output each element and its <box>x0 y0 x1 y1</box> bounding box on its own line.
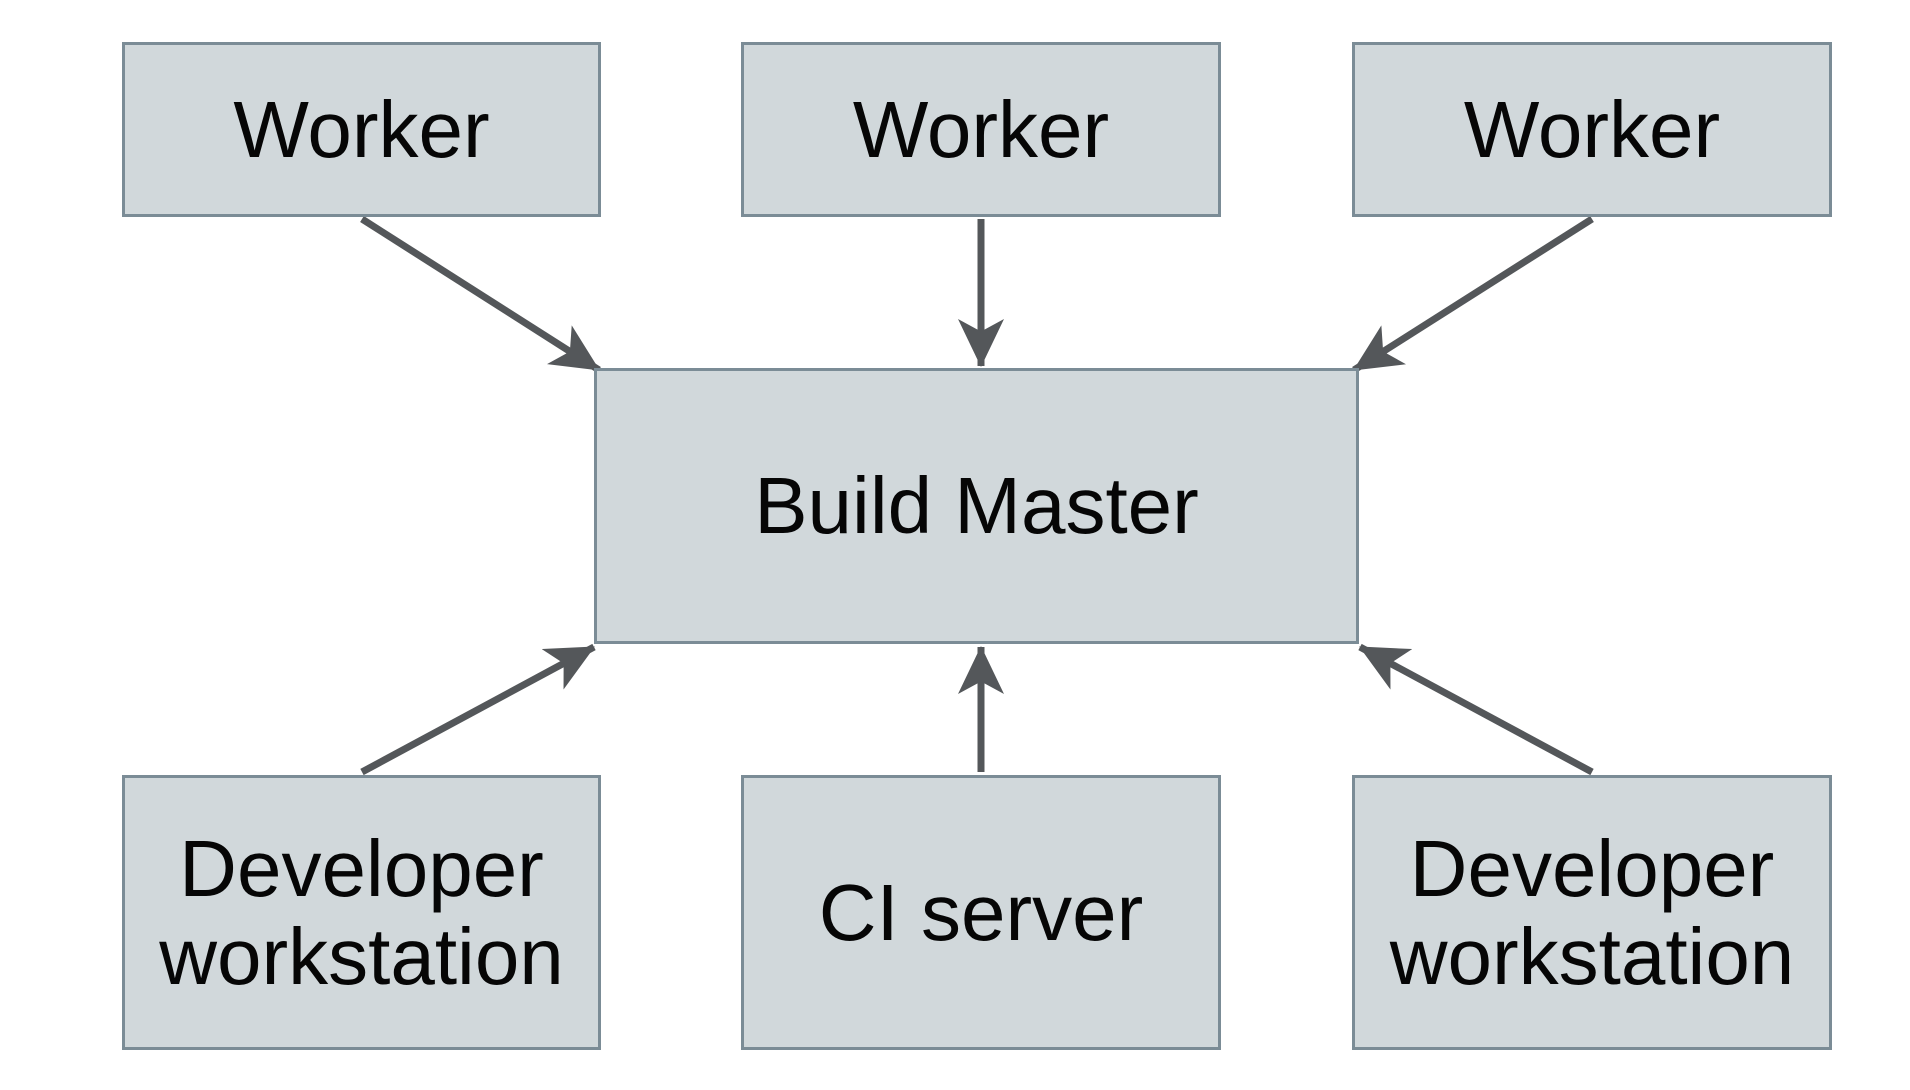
node-developer-workstation-right-label: Developer workstation <box>1389 823 1795 1001</box>
node-build-master-label: Build Master <box>754 461 1199 550</box>
node-ci-server-label: CI server <box>818 867 1144 957</box>
node-worker-right: Worker <box>1352 42 1832 217</box>
node-developer-workstation-right: Developer workstation <box>1352 775 1832 1050</box>
node-ci-server: CI server <box>741 775 1221 1050</box>
node-developer-workstation-left: Developer workstation <box>122 775 601 1050</box>
node-worker-right-label: Worker <box>1463 84 1721 174</box>
node-developer-workstation-left-label: Developer workstation <box>159 823 564 1001</box>
node-worker-center: Worker <box>741 42 1221 217</box>
arrow-developer-workstation-left-to-build-master <box>360 643 596 776</box>
arrow-worker-left-to-build-master <box>360 216 601 373</box>
node-worker-left: Worker <box>122 42 601 217</box>
node-worker-left-label: Worker <box>233 84 490 174</box>
arrow-developer-workstation-right-to-build-master <box>1358 643 1594 776</box>
node-build-master: Build Master <box>594 368 1359 644</box>
node-worker-center-label: Worker <box>852 84 1110 174</box>
arrow-worker-right-to-build-master <box>1352 216 1594 373</box>
